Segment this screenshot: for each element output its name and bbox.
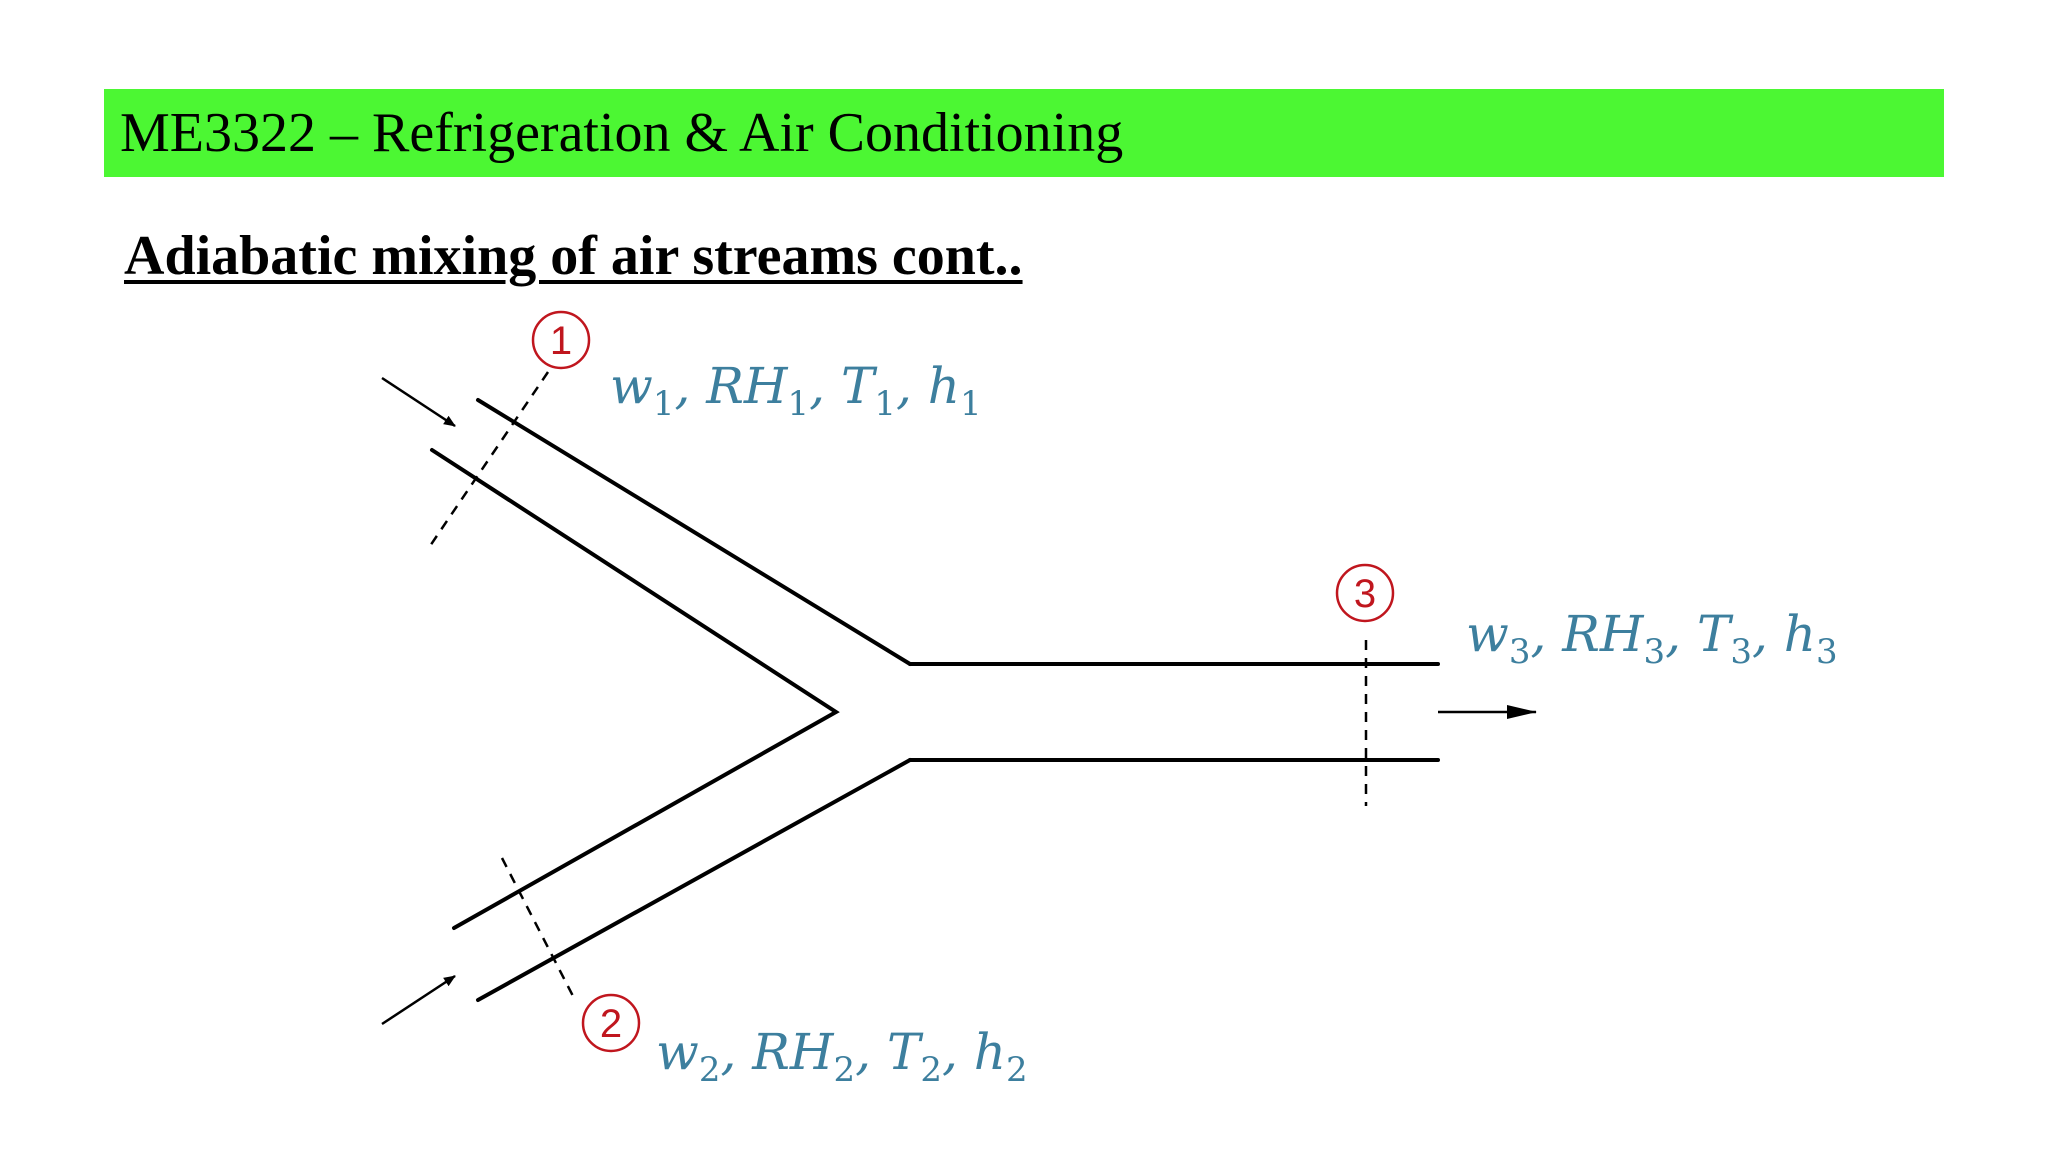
relative-humidity-symbol: RH: [1562, 605, 1644, 663]
separator: ,: [720, 1023, 737, 1081]
separator: ,: [1665, 605, 1682, 663]
station-subscript: 3: [1815, 632, 1838, 672]
course-banner: ME3322 – Refrigeration & Air Conditionin…: [104, 89, 1944, 177]
station-3-circle: [1335, 563, 1395, 623]
station-2-circle: [581, 993, 641, 1053]
inlet-1-flow-arrow: [381, 376, 456, 428]
station-subscript: 3: [1730, 632, 1752, 672]
temperature-symbol: T: [1696, 605, 1731, 663]
station-subscript: 2: [833, 1050, 856, 1090]
relative-humidity-symbol: RH: [706, 357, 788, 415]
inlet-2-flow-arrow: [381, 974, 456, 1026]
inner-junction-wall: [430, 448, 840, 930]
separator: ,: [809, 357, 826, 415]
relative-humidity-symbol: RH: [752, 1023, 834, 1081]
station-subscript: 1: [787, 384, 810, 424]
separator: ,: [1751, 605, 1768, 663]
station-subscript: 2: [920, 1050, 942, 1090]
humidity-ratio-symbol: w: [656, 1023, 699, 1081]
station-subscript: 2: [698, 1050, 721, 1090]
station-2-cut-line: [500, 857, 577, 1001]
station-1-circle: [531, 310, 591, 370]
slide-heading: Adiabatic mixing of air streams cont..: [124, 225, 1023, 287]
station-cut-lines: [428, 371, 1368, 1001]
station-3-number: 3: [1354, 572, 1376, 616]
humidity-ratio-symbol: w: [610, 357, 653, 415]
station-2-marker: 2: [581, 993, 641, 1053]
separator: ,: [895, 357, 912, 415]
inlet-1-outer-wall: [476, 398, 912, 666]
station-3-marker: 3: [1335, 563, 1395, 623]
station-subscript: 2: [1005, 1050, 1028, 1090]
flow-arrows: [381, 376, 1537, 1026]
station-2-number: 2: [600, 1002, 622, 1046]
station-3-properties: w3, RH3, T3, h3: [1466, 604, 1838, 669]
station-1-properties: w1, RH1, T1, h1: [610, 356, 982, 421]
station-subscript: 3: [1508, 632, 1531, 672]
station-subscript: 1: [874, 384, 896, 424]
separator: ,: [674, 357, 691, 415]
separator: ,: [1530, 605, 1547, 663]
station-1-number: 1: [550, 319, 572, 363]
enthalpy-symbol: h: [927, 357, 960, 415]
station-subscript: 3: [1643, 632, 1666, 672]
inlet-2-outer-wall: [476, 758, 912, 1002]
temperature-symbol: T: [886, 1023, 921, 1081]
station-subscript: 1: [959, 384, 982, 424]
course-title: ME3322 – Refrigeration & Air Conditionin…: [120, 102, 1124, 164]
station-1-marker: 1: [531, 310, 591, 370]
station-2-properties: w2, RH2, T2, h2: [656, 1022, 1028, 1087]
temperature-symbol: T: [840, 357, 875, 415]
enthalpy-symbol: h: [1783, 605, 1816, 663]
station-subscript: 1: [652, 384, 675, 424]
duct-walls: [430, 398, 1440, 1002]
humidity-ratio-symbol: w: [1466, 605, 1509, 663]
enthalpy-symbol: h: [973, 1023, 1006, 1081]
separator: ,: [855, 1023, 872, 1081]
separator: ,: [941, 1023, 958, 1081]
